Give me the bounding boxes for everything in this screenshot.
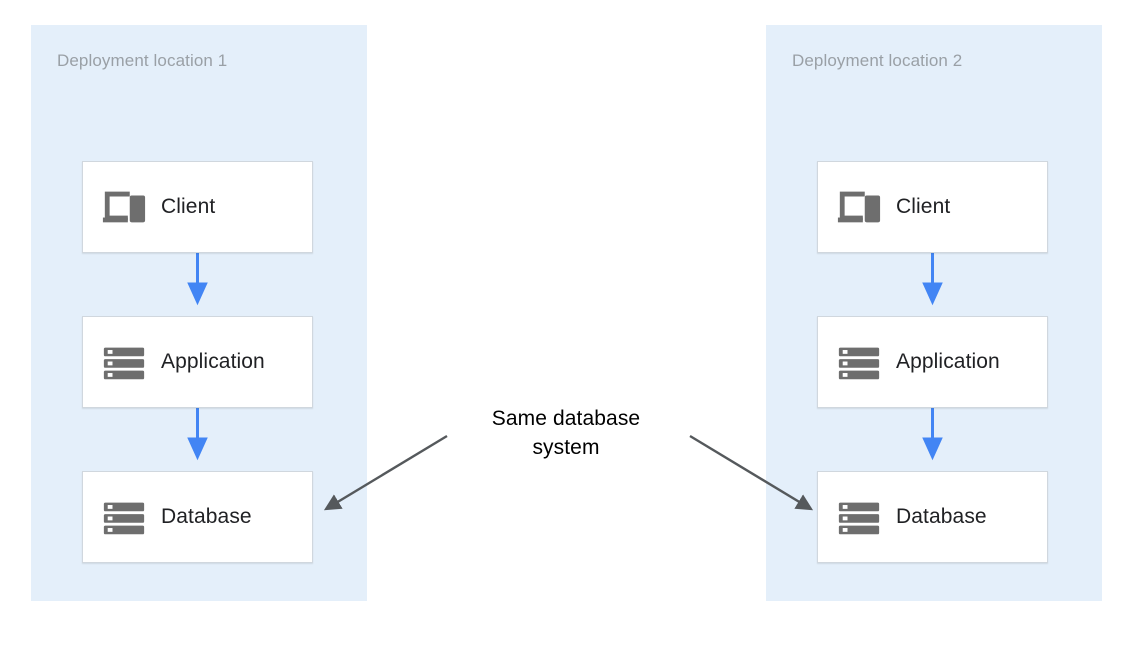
deployment-location-2-zone: Deployment location 2 Client — [766, 25, 1102, 601]
deployment-location-1-zone: Deployment location 1 Client — [31, 25, 367, 601]
node-label: Application — [896, 350, 1000, 373]
deployment-location-2-title: Deployment location 2 — [792, 51, 963, 70]
node-label: Client — [896, 195, 951, 218]
deployment-location-1-node-application[interactable]: Application — [82, 316, 313, 408]
server-icon — [838, 347, 880, 380]
deployment-location-2-node-client[interactable]: Client — [817, 161, 1048, 253]
annotation-line-1: Same database — [491, 407, 641, 430]
node-label: Client — [161, 195, 216, 218]
same-database-system-annotation: Same database system — [416, 404, 716, 462]
devices-icon — [837, 191, 881, 223]
deployment-location-1-node-database[interactable]: Database — [82, 471, 313, 563]
node-label: Application — [161, 350, 265, 373]
deployment-location-1-node-client[interactable]: Client — [82, 161, 313, 253]
devices-icon — [102, 191, 146, 223]
server-icon — [103, 502, 145, 535]
deployment-location-2-node-application[interactable]: Application — [817, 316, 1048, 408]
annotation-line-2: system — [532, 436, 600, 459]
node-label: Database — [896, 505, 987, 528]
deployment-location-1-title: Deployment location 1 — [57, 51, 228, 70]
server-icon — [103, 347, 145, 380]
node-label: Database — [161, 505, 252, 528]
deployment-location-2-node-database[interactable]: Database — [817, 471, 1048, 563]
server-icon — [838, 502, 880, 535]
